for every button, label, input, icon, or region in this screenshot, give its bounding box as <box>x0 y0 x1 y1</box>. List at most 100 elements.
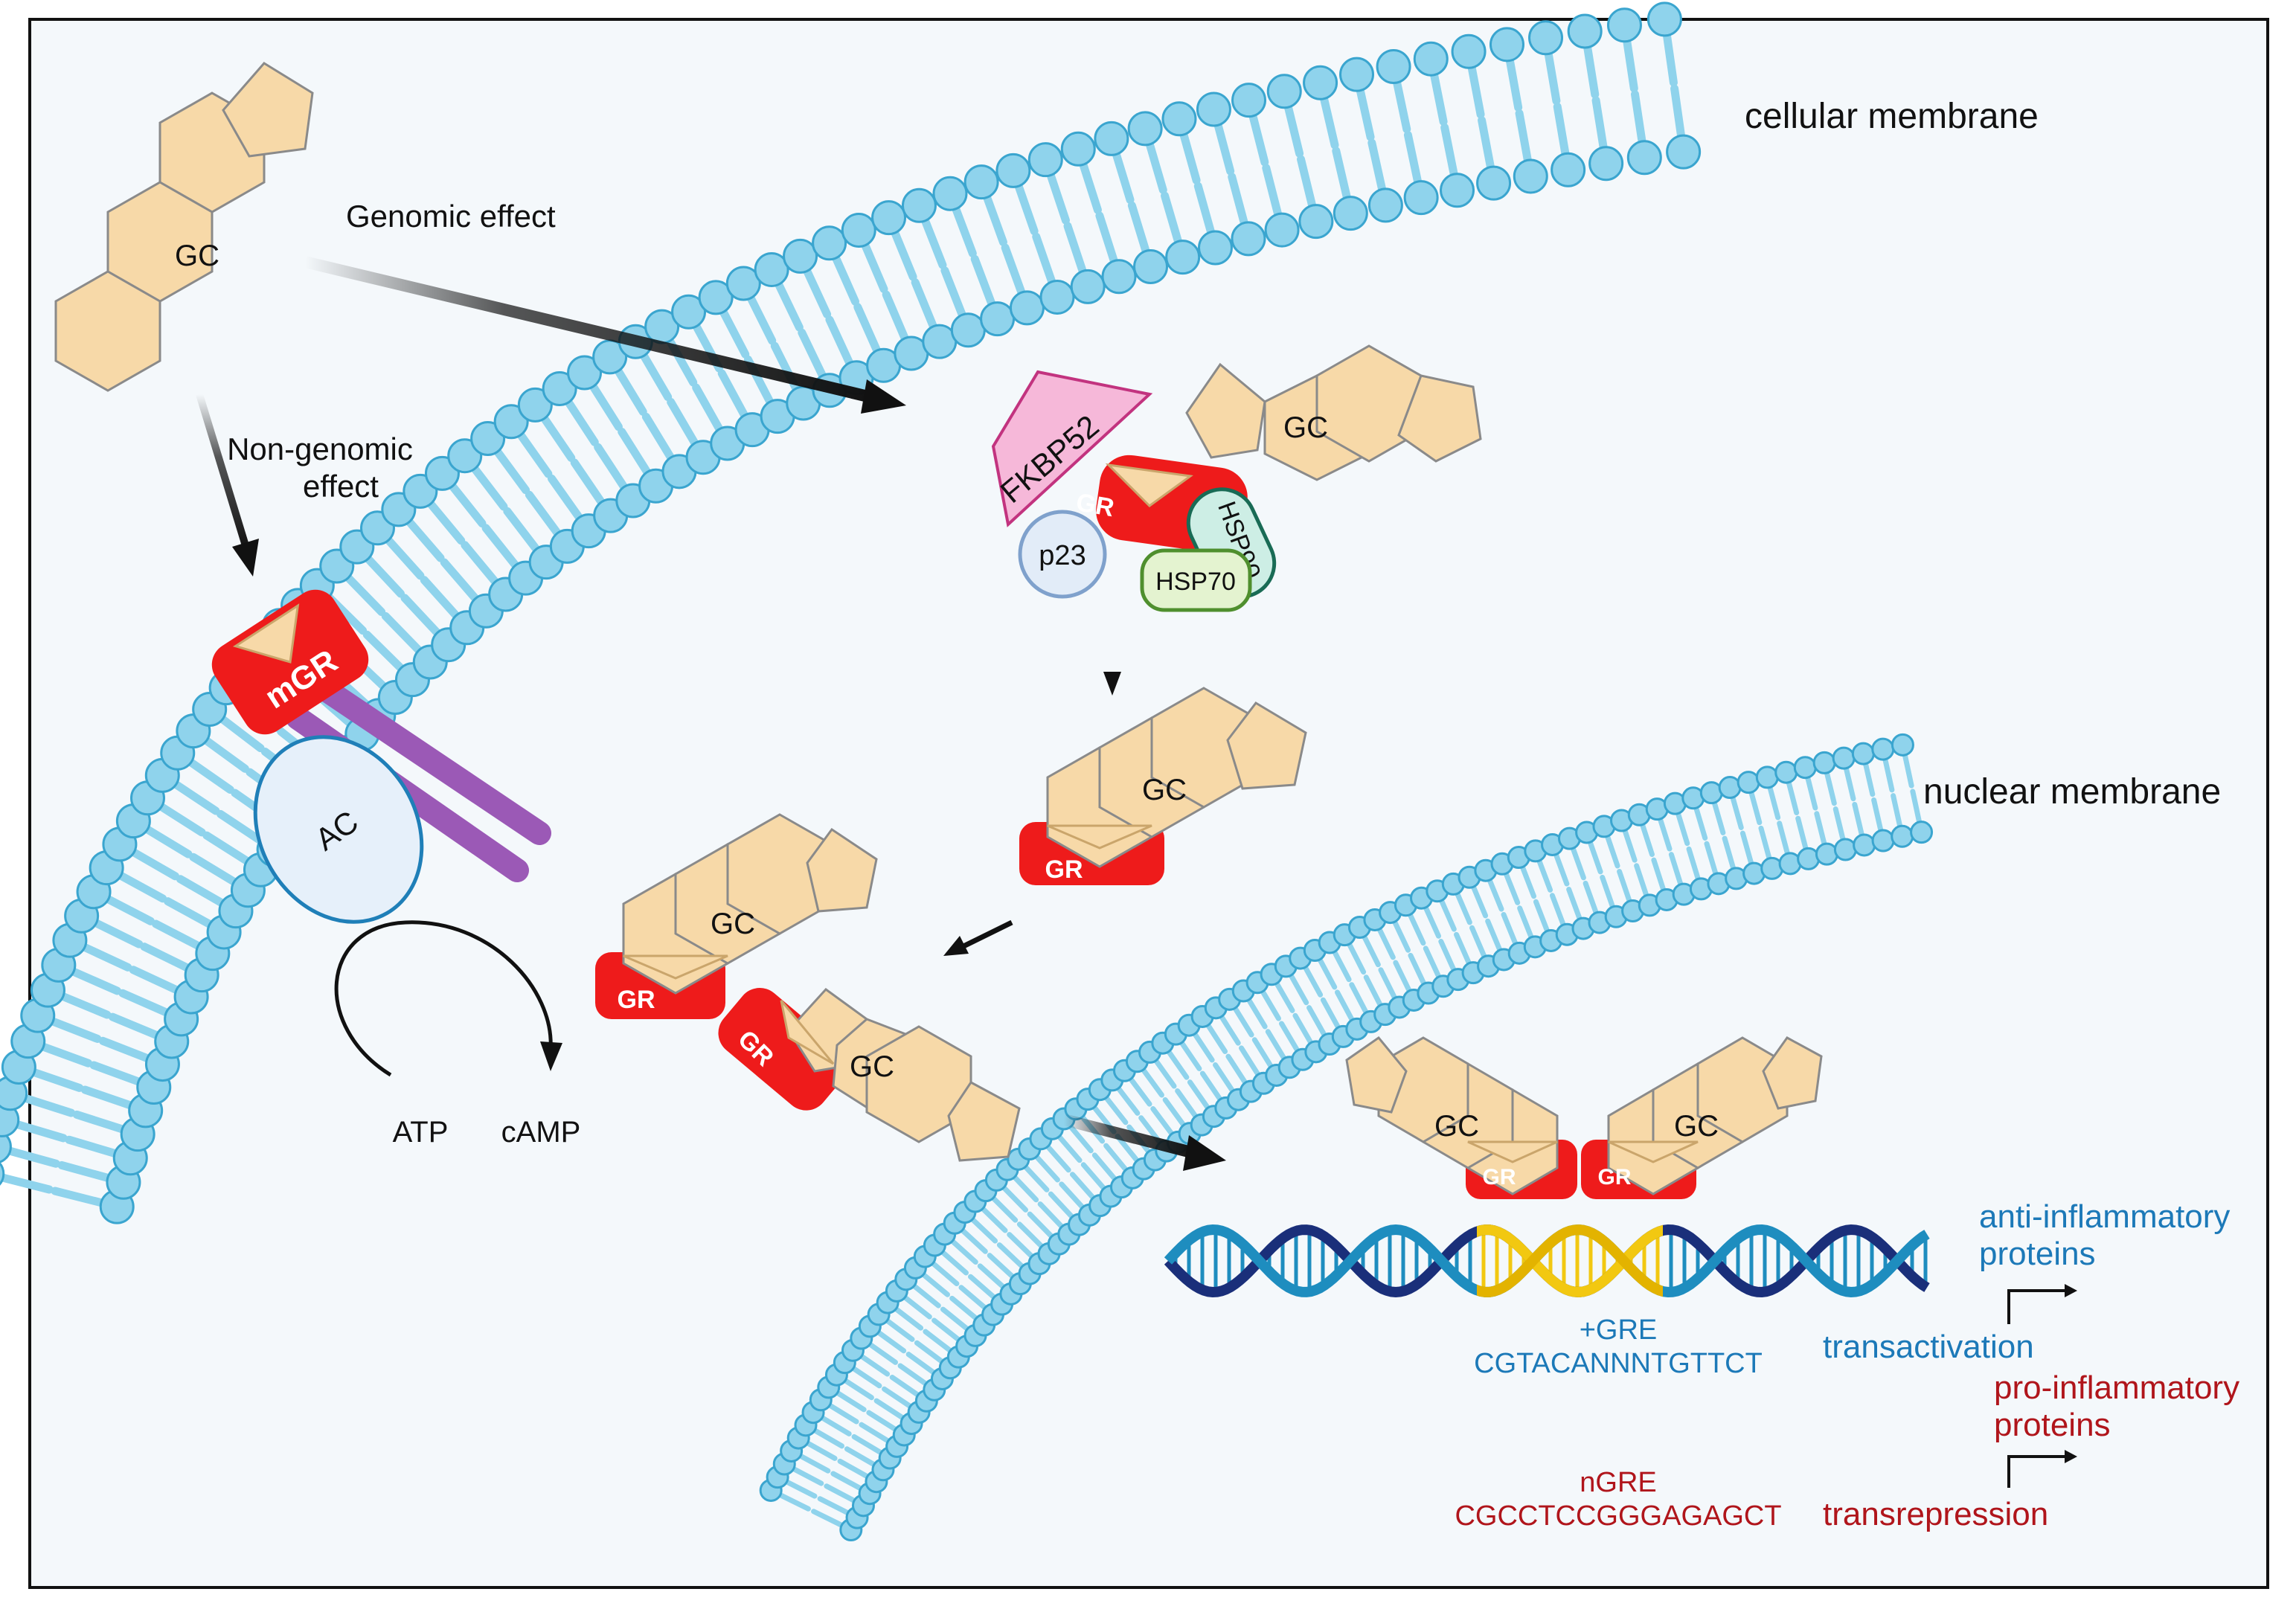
mgr-ligand-pocket <box>232 603 300 664</box>
dna-double-helix <box>1164 1224 1930 1298</box>
gc-label: GC <box>175 240 219 272</box>
lipid-molecule <box>1681 786 1731 896</box>
gc-label: GC <box>1283 411 1328 444</box>
lipid-molecule <box>1161 101 1233 266</box>
lipid-molecule <box>567 355 674 504</box>
pro-inflammatory-label-line1: pro-inflammatory <box>1994 1370 2239 1406</box>
glucocorticoid-entering: GC <box>1185 344 1482 481</box>
lipid-molecule <box>592 339 697 489</box>
gc-ring <box>1226 701 1307 790</box>
lipid-molecule <box>1871 737 1914 848</box>
transrepression-promoter-arrow <box>2007 1455 2068 1488</box>
mgr-transmembrane-helix-1 <box>301 669 551 845</box>
lipid-molecule <box>913 1245 1005 1326</box>
gc-ring <box>806 827 878 913</box>
transactivation-arrowhead <box>2065 1284 2077 1297</box>
lipid-molecule <box>1755 765 1802 876</box>
genomic-effect-label: Genomic effect <box>346 199 556 234</box>
transrepression-arrowhead <box>2065 1450 2077 1463</box>
lipid-molecule <box>671 294 770 448</box>
lipid-molecule <box>0 1130 141 1200</box>
gc-label: GC <box>850 1050 894 1083</box>
gre-segment <box>1477 1224 1663 1298</box>
lipid-molecule <box>1060 131 1137 295</box>
lipid-molecule <box>1699 781 1748 890</box>
gr-ligand-pocket <box>623 954 728 980</box>
lipid-molecule <box>995 1158 1081 1246</box>
lipid-molecule <box>1451 33 1512 201</box>
transactivation-promoter-arrow <box>2007 1289 2068 1324</box>
lipid-molecule <box>901 187 986 348</box>
nuclear-membrane-label: nuclear membrane <box>1923 772 2221 812</box>
lipid-molecule <box>1339 57 1403 223</box>
activated-gr-gc: GC GR <box>1019 687 1307 885</box>
lipid-molecule <box>1646 1 1702 170</box>
lipid-molecule <box>1363 908 1426 1012</box>
lipid-molecule <box>871 200 958 359</box>
negative-gre-label: nGRE <box>1580 1467 1656 1498</box>
gc-ring <box>1762 1036 1823 1110</box>
lipid-molecule <box>1663 792 1713 901</box>
gr-ligand-pocket <box>780 1000 835 1065</box>
lipid-molecule <box>542 370 651 518</box>
gc-ring <box>222 62 314 158</box>
gr-ligand-pocket <box>1047 824 1152 850</box>
gr-label: GR <box>1045 855 1083 884</box>
lipid-molecule <box>1610 809 1661 917</box>
lipid-molecule <box>1541 832 1595 940</box>
lipid-molecule <box>1027 142 1106 304</box>
atp-label: ATP <box>393 1116 449 1149</box>
lipid-molecule <box>1303 65 1368 231</box>
lipid-molecule <box>1627 803 1678 911</box>
nuclear-membrane-bilayer <box>759 733 1934 1542</box>
nuclear-translocation-arrow <box>1062 1114 1226 1171</box>
lipid-molecule <box>1127 111 1201 275</box>
transactivation-label: transactivation <box>1823 1329 2034 1365</box>
non-genomic-effect-label-line1: Non-genomic <box>227 431 413 466</box>
lipid-molecule <box>1489 27 1548 194</box>
gr-ligand-pocket <box>1105 463 1193 507</box>
pro-inflammatory-label-line2: proteins <box>1994 1407 2111 1443</box>
transrepression-label: transrepression <box>1823 1496 2048 1532</box>
lipid-molecule <box>698 280 795 434</box>
lipid-molecule <box>1151 1031 1225 1128</box>
gc-label: GC <box>711 908 755 940</box>
lipid-molecule <box>644 309 745 461</box>
lipid-molecule <box>1490 852 1547 959</box>
gc-ring <box>1185 362 1266 459</box>
adenylate-cyclase: AC <box>253 735 424 924</box>
lipid-molecule <box>1231 83 1300 248</box>
lipid-molecule <box>0 1161 135 1224</box>
cellular-membrane-label: cellular membrane <box>1745 97 2039 136</box>
camp-label: cAMP <box>501 1116 581 1149</box>
p23-label: p23 <box>1039 540 1086 571</box>
gr-ligand-pocket <box>1467 1140 1558 1163</box>
p23-protein <box>1018 510 1107 599</box>
lipid-molecule <box>995 152 1075 315</box>
lipid-molecule <box>812 225 902 383</box>
anti-inflammatory-label-line1: anti-inflammatory <box>1979 1198 2230 1235</box>
lipid-molecule <box>1266 74 1334 240</box>
gr-dimer-on-dna: GC GR GC GR <box>1345 1036 1823 1199</box>
gr-label: GR <box>1598 1165 1632 1189</box>
gr-label: GR <box>1483 1165 1516 1189</box>
anti-inflammatory-label-line2: proteins <box>1979 1236 2096 1272</box>
gr-gc-dimer: GC GR GC GR <box>595 813 1021 1162</box>
atp-to-camp-arrowhead <box>540 1041 562 1071</box>
hsp70-protein <box>1140 548 1252 612</box>
lipid-molecule <box>1094 121 1169 284</box>
lipid-molecule <box>1891 733 1934 844</box>
lipid-molecule <box>1458 865 1516 972</box>
lipid-molecule <box>1567 13 1624 182</box>
gc-label: GC <box>1434 1110 1479 1143</box>
lipid-molecule <box>1196 91 1266 257</box>
lipid-molecule <box>1575 821 1628 928</box>
genomic-effect-arrow <box>304 256 906 414</box>
lipid-molecule <box>867 1303 962 1380</box>
fkbp52-protein <box>991 370 1153 527</box>
dimerization-arrow <box>943 919 1013 956</box>
atp-to-camp-arrow <box>334 920 553 1077</box>
lipid-molecule <box>809 1388 909 1458</box>
gc-ring <box>947 1081 1021 1162</box>
lipid-molecule <box>1347 915 1411 1019</box>
